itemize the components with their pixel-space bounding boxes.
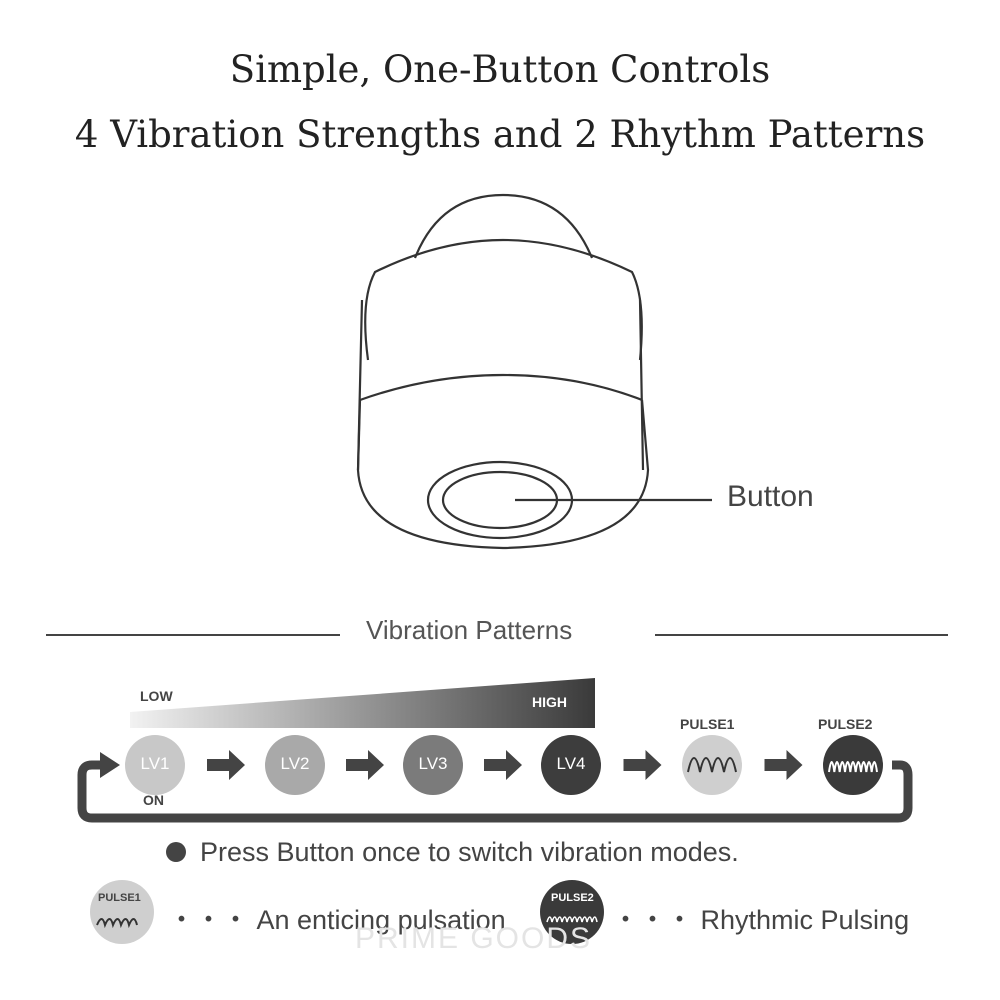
loop-arrowhead — [100, 752, 120, 778]
section-heading: Vibration Patterns — [366, 615, 573, 645]
mode-circle-pulse2 — [823, 735, 883, 795]
wave-icon — [687, 757, 737, 773]
pulse1-legend-badge — [90, 880, 154, 944]
wave-icon — [828, 761, 878, 773]
device-illustration — [356, 193, 712, 550]
mode-circle-lv3 — [403, 735, 463, 795]
title-line-1: Simple, One-Button Controls — [229, 48, 771, 91]
intensity-ramp — [130, 678, 595, 728]
loop-arrow — [77, 760, 913, 823]
mode-label-lv4: LV4 — [556, 754, 586, 773]
pulse2-description: ・・・ Rhythmic Pulsing — [612, 905, 910, 935]
pulse2-legend-badge — [540, 880, 604, 944]
on-label: ON — [143, 792, 164, 808]
low-label: LOW — [140, 688, 173, 704]
arrow-right-icon — [623, 750, 662, 780]
button-label: Button — [727, 480, 814, 513]
arrow-right-icon — [484, 750, 522, 780]
instruction-note: Press Button once to switch vibration mo… — [200, 837, 739, 867]
mode-label-lv2: LV2 — [280, 754, 310, 773]
pulse1-badge-text: PULSE1 — [98, 892, 141, 904]
device-body-top — [364, 238, 643, 361]
pulse2-label: PULSE2 — [818, 716, 873, 732]
pulse1-wave-icon — [96, 918, 138, 929]
pulse1-label: PULSE1 — [680, 716, 735, 732]
mode-circle-lv1 — [125, 735, 185, 795]
arrow-right-icon — [346, 750, 384, 780]
mode-circle-pulse1 — [682, 735, 742, 795]
mode-label-lv1: LV1 — [140, 754, 170, 773]
title-line-2: 4 Vibration Strengths and 2 Rhythm Patte… — [74, 113, 926, 156]
pulse2-wave-icon — [546, 916, 598, 923]
pulse1-description: ・・・ An enticing pulsation — [168, 905, 506, 935]
bullet-icon — [166, 842, 186, 862]
pulse2-badge-text: PULSE2 — [551, 892, 594, 904]
high-label: HIGH — [532, 694, 567, 710]
mode-circle-lv2 — [265, 735, 325, 795]
mode-circle-lv4 — [541, 735, 601, 795]
watermark: PRIME GOODS — [355, 922, 593, 955]
mode-label-lv3: LV3 — [418, 754, 448, 773]
arrow-right-icon — [764, 750, 803, 780]
device-dome — [413, 193, 594, 259]
arrow-right-icon — [207, 750, 245, 780]
